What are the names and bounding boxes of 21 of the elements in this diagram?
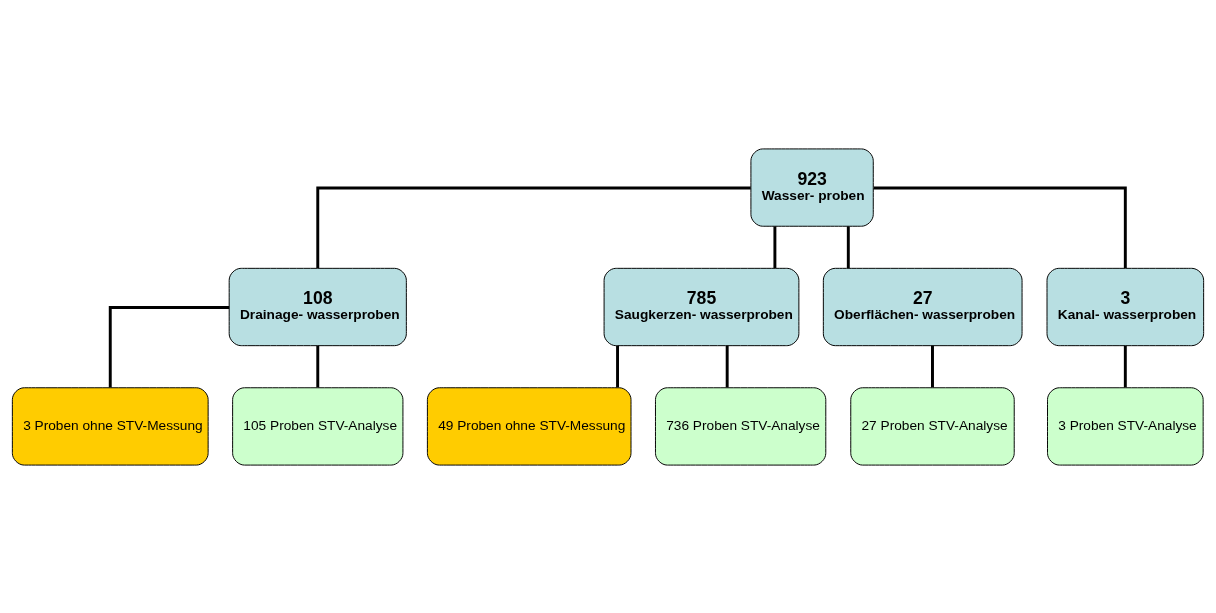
node-box: 3 Proben ohne STV-Messung [11, 386, 209, 466]
node-box: 27 Oberflächen- wasserproben [822, 267, 1023, 346]
connector [773, 225, 777, 268]
connector [846, 225, 850, 268]
connector [873, 186, 1127, 268]
node-box: 49 Proben ohne STV-Messung [426, 386, 632, 466]
node-box: 105 Proben STV-Analyse [232, 386, 404, 466]
connector [725, 345, 729, 387]
connector [108, 305, 230, 387]
node-box: 3 Proben STV-Analyse [1047, 386, 1204, 466]
node-box: 785 Saugkerzen- wasserproben [603, 267, 800, 346]
node-box: 27 Proben STV-Analyse [850, 386, 1015, 466]
node-box: 736 Proben STV-Analyse [655, 386, 827, 466]
node-box: 923 Wasser- proben [750, 147, 874, 227]
node-box: 3 Kanal- wasserproben [1046, 267, 1205, 346]
connector [931, 345, 934, 387]
connector [616, 345, 619, 387]
connector [316, 186, 751, 268]
connector [1123, 345, 1127, 387]
node-box: 108 Drainage- wasserproben [228, 267, 407, 346]
connector [316, 345, 320, 387]
